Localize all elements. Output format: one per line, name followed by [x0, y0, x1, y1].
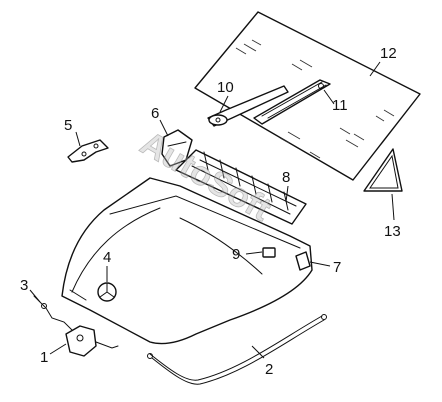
hood-latch: [65, 325, 119, 357]
release-lever-rod: [33, 295, 73, 331]
wiper-arm: [207, 85, 289, 127]
quarter-glass: [363, 148, 403, 192]
callout-8: 8: [282, 169, 290, 186]
hood-emblem: [97, 282, 117, 302]
wiper-blade: [253, 79, 331, 125]
callout-7: 7: [333, 259, 341, 276]
callout-5: 5: [64, 117, 72, 134]
callout-3: 3: [20, 277, 28, 294]
callout-10: 10: [217, 79, 234, 96]
hood-panel: [61, 177, 313, 345]
cowl-grille: [175, 149, 307, 225]
hood-clip: [262, 247, 276, 258]
callout-1: 1: [40, 349, 48, 366]
callout-12: 12: [380, 45, 397, 62]
hood-seal: [295, 251, 311, 271]
leader-lines: [29, 61, 395, 359]
release-cable: [147, 314, 327, 385]
callout-2: 2: [265, 361, 273, 378]
callout-6: 6: [151, 105, 159, 122]
callout-11: 11: [332, 97, 348, 114]
callout-9: 9: [232, 246, 240, 263]
callout-4: 4: [103, 249, 111, 266]
callout-13: 13: [384, 223, 401, 240]
hood-hinge: [67, 139, 109, 163]
